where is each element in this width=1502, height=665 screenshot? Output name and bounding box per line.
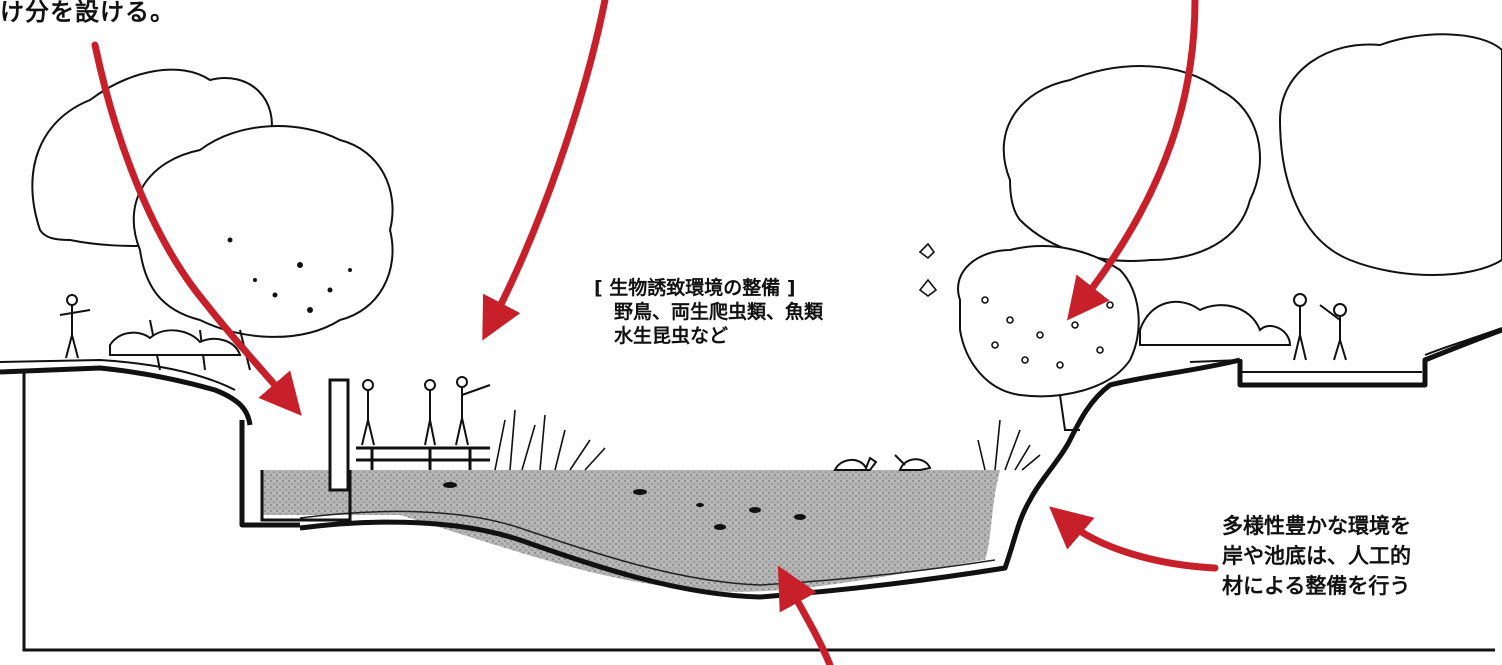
pond-water [262,470,1000,592]
bio-title: [ 生物誘致環境の整備 ] [594,277,796,299]
arrow-top-right [1066,0,1199,321]
bio-line-2: 水生昆虫など [614,325,729,347]
label-right-note: 多様性豊かな環境を 岸や池底は、人工的 材による整備を行う [1222,511,1411,601]
ducks [833,454,932,471]
arrow-bottom [777,565,834,665]
label-top-left: け分を設ける。 [0,0,175,26]
pond-bottom [299,357,1241,600]
shrub-right [1139,300,1292,346]
ground-left [0,365,300,528]
fish [443,482,806,530]
reeds [494,409,1041,471]
section-frame [22,372,1495,652]
label-biological-environment: [ 生物誘致環境の整備 ] 野鳥、両生爬虫類、魚類 水生昆虫など [594,276,823,348]
ground-right-surface [1189,327,1502,373]
arrow-right [1049,506,1219,572]
ground-left-surface [0,358,236,391]
tree-dots-left [227,237,352,313]
arrow-top-left [91,41,302,416]
people-left [59,294,491,446]
trees-left [31,68,394,371]
right-note-line-3: 材による整備を行う [1222,574,1411,598]
bio-line-1: 野鳥、両生爬虫類、魚類 [614,301,824,323]
shrub-left [109,329,242,356]
ground-right [1237,327,1502,388]
right-note-line-1: 多様性豊かな環境を [1222,514,1411,538]
deck-structure [260,378,490,522]
birds [918,242,938,297]
right-note-line-2: 岸や池底は、人工的 [1222,544,1411,568]
people-right [1293,293,1347,361]
arrow-top-center [482,0,609,341]
pond-bottom-inner [299,510,996,586]
trees-right [957,33,1502,431]
annotation-arrows [91,0,1219,665]
